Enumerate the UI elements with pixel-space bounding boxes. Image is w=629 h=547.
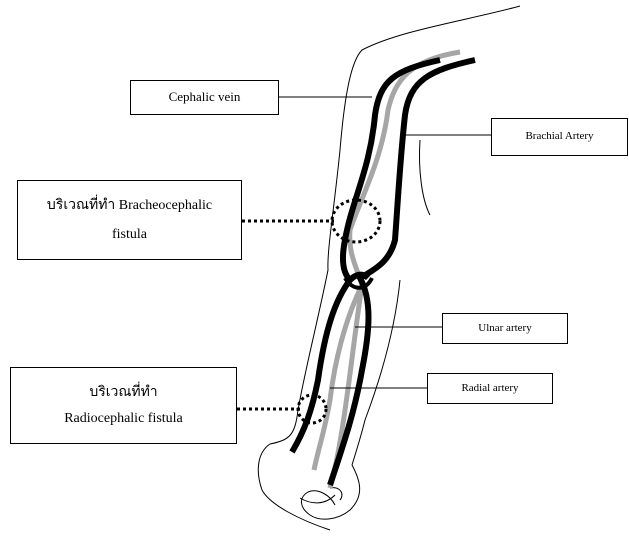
brachial-artery-label: Brachial Artery (491, 118, 628, 156)
radial-artery-label: Radial artery (427, 373, 553, 404)
cephalic-vein-left (292, 60, 440, 452)
hand-outline (301, 465, 359, 519)
radiocephalic-line2: Radiocephalic fistula (64, 410, 183, 428)
vein-right-branch (330, 60, 475, 485)
bracheocephalic-line1: บริเวณที่ทำ Bracheocephalic (47, 197, 212, 215)
ulnar-artery-label: Ulnar artery (442, 313, 568, 344)
bracheocephalic-line2: fistula (112, 226, 147, 244)
radiocephalic-line1: บริเวณที่ทำ (89, 384, 157, 402)
radiocephalic-fistula-label: บริเวณที่ทำ Radiocephalic fistula (10, 367, 237, 444)
brachial-artery-text: Brachial Artery (525, 130, 593, 144)
radial-artery-text: Radial artery (461, 382, 518, 396)
vessels (292, 52, 475, 488)
ulnar-artery-text: Ulnar artery (478, 322, 531, 336)
bracheocephalic-fistula-label: บริเวณที่ทำ Bracheocephalic fistula (17, 180, 242, 260)
arm-outline-upper-right (419, 140, 430, 215)
cephalic-vein-text: Cephalic vein (169, 89, 241, 105)
cephalic-vein-label: Cephalic vein (130, 80, 279, 115)
hand-fold (300, 495, 335, 503)
